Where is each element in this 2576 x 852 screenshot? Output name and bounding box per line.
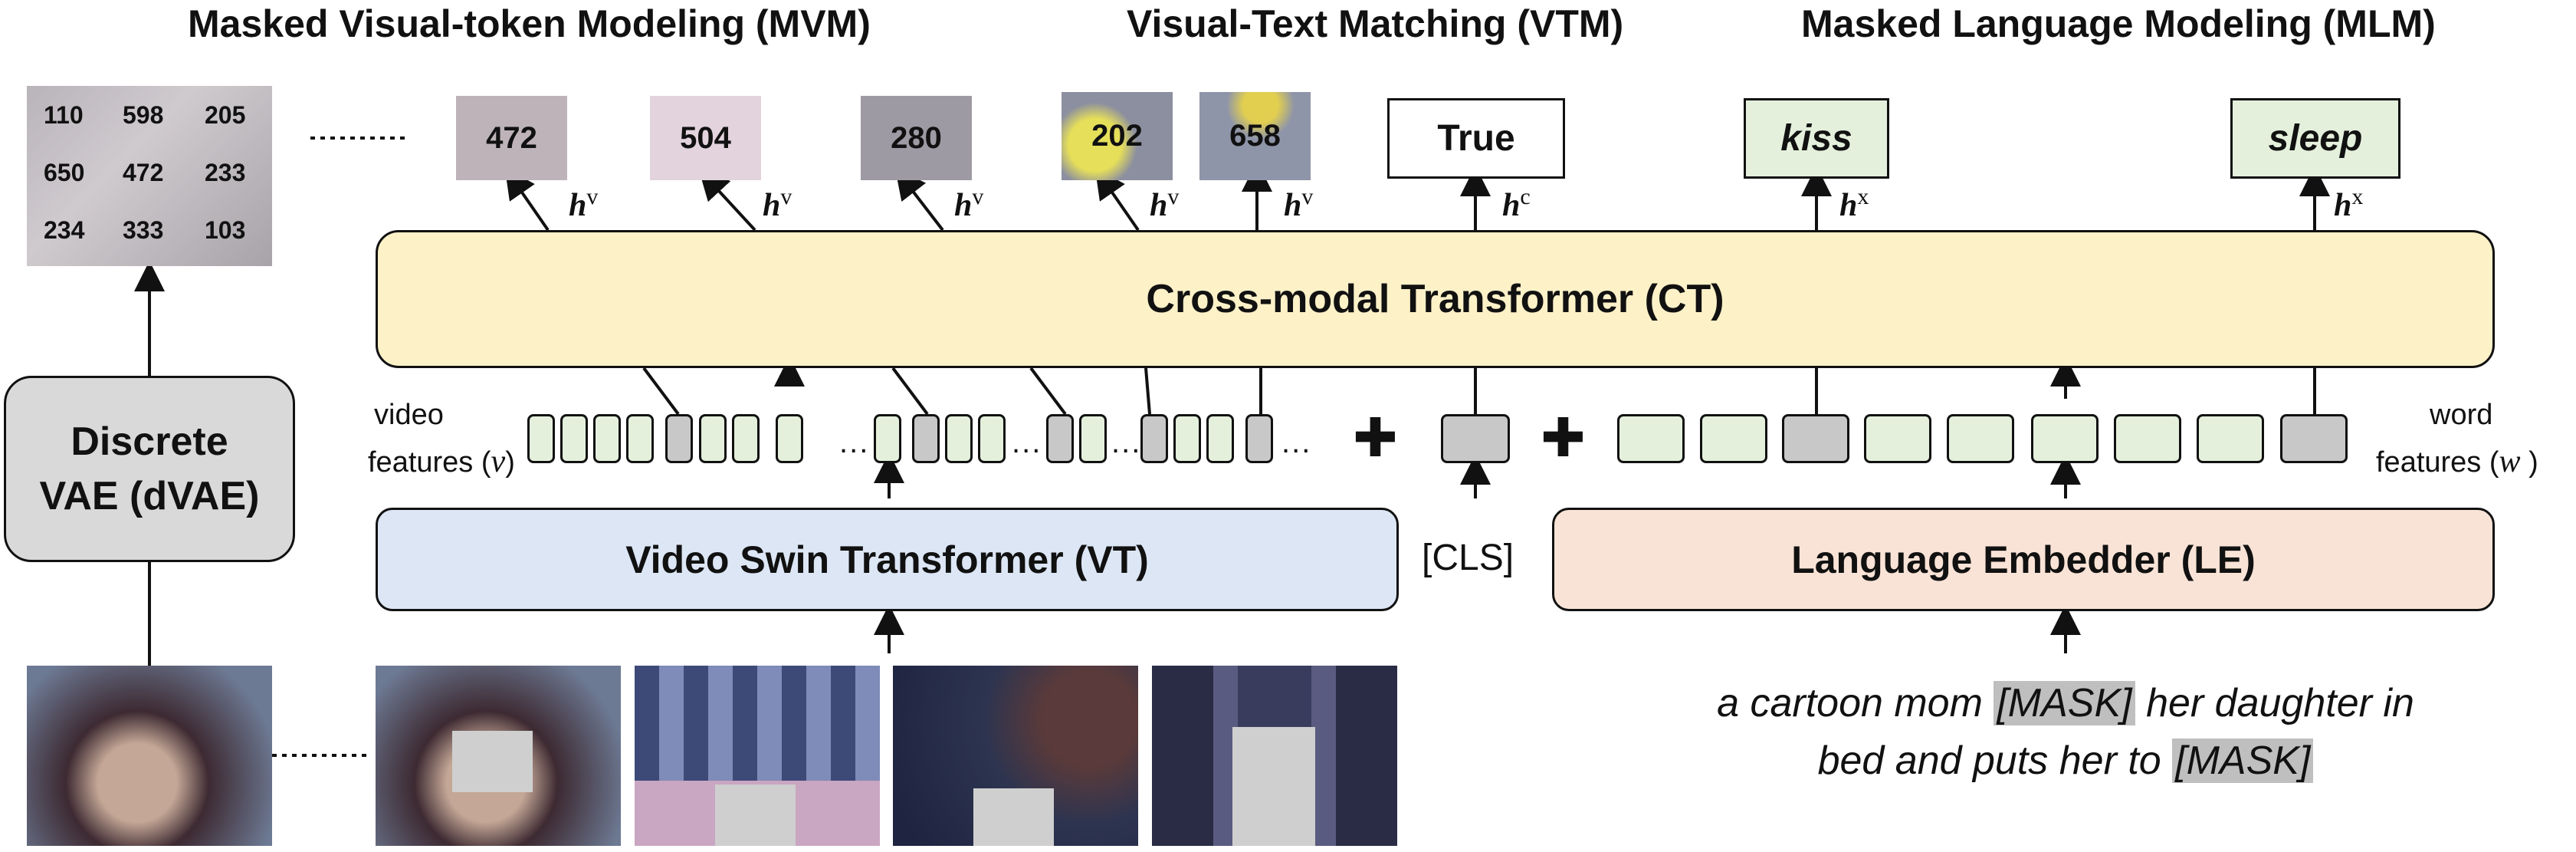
mlm-heading: Masked Language Modeling (MLM) xyxy=(1801,2,2436,45)
video-frame-image xyxy=(893,666,1138,846)
masked-video-token xyxy=(1140,414,1168,463)
h-v-symbol: hv xyxy=(954,184,984,223)
video-feature-token xyxy=(560,414,588,463)
word-feature-token xyxy=(2031,414,2099,463)
token-ellipsis: ... xyxy=(1012,426,1042,459)
grid-token: 205 xyxy=(205,101,246,129)
token-ellipsis: ... xyxy=(839,426,870,459)
word-feature-token xyxy=(1700,414,1767,463)
cls-token xyxy=(1441,414,1510,463)
mlm-output-box: sleep xyxy=(2230,98,2400,179)
mask-token: [MASK] xyxy=(1994,681,2135,725)
grid-token: 110 xyxy=(44,101,84,129)
masked-patch xyxy=(1232,727,1315,846)
video-feature-token xyxy=(527,414,555,463)
h-v-symbol: hv xyxy=(569,184,599,223)
mvm-heading: Masked Visual-token Modeling (MVM) xyxy=(188,2,871,45)
video-swin-transformer-block: Video Swin Transformer (VT) xyxy=(376,508,1399,611)
dvae-label-line2: VAE (dVAE) xyxy=(39,473,260,518)
video-frame-image xyxy=(376,666,621,846)
h-c-symbol: hc xyxy=(1502,184,1531,223)
grid-token: 650 xyxy=(44,159,85,186)
word-feature-token xyxy=(1947,414,2014,463)
grid-token: 598 xyxy=(123,101,164,129)
masked-video-token xyxy=(665,414,693,463)
video-features-label: features (v) xyxy=(368,444,515,479)
mlm-output-box: kiss xyxy=(1744,98,1889,179)
video-feature-token xyxy=(1206,414,1234,463)
video-feature-token xyxy=(626,414,654,463)
visual-target-patch: 658 xyxy=(1199,92,1311,180)
grid-token: 233 xyxy=(205,159,246,186)
token-ellipsis: ... xyxy=(1281,426,1312,459)
video-feature-token xyxy=(978,414,1006,463)
token-ellipsis: ... xyxy=(1111,426,1142,459)
video-feature-token xyxy=(1173,414,1201,463)
video-feature-token xyxy=(593,414,621,463)
visual-token-grid: 110 598 205 650 472 233 234 333 103 xyxy=(27,86,272,266)
grid-token: 103 xyxy=(205,216,246,244)
grid-token: 234 xyxy=(44,216,85,244)
masked-video-token xyxy=(1046,414,1074,463)
masked-word-token xyxy=(2280,414,2348,463)
masked-patch xyxy=(715,785,796,846)
word-feature-token xyxy=(2114,414,2181,463)
masked-video-token xyxy=(912,414,940,463)
vtm-output-box: True xyxy=(1387,98,1565,179)
h-v-symbol: hv xyxy=(763,184,792,223)
h-v-symbol: hv xyxy=(1150,184,1180,223)
mask-token: [MASK] xyxy=(2172,739,2314,784)
text-caption: a cartoon mom [MASK] her daughter in bed… xyxy=(1717,681,2414,784)
masked-patch xyxy=(973,788,1054,846)
word-features-label-line1: word xyxy=(2430,399,2493,431)
masked-patch xyxy=(452,731,533,792)
word-features-label: features (w ) xyxy=(2376,444,2538,479)
video-feature-token xyxy=(776,414,803,463)
word-feature-token xyxy=(1617,414,1685,463)
video-frame-image xyxy=(1152,666,1397,846)
h-x-symbol: hx xyxy=(1839,184,1869,223)
video-feature-token xyxy=(1079,414,1107,463)
video-feature-token xyxy=(699,414,727,463)
h-v-symbol: hv xyxy=(1284,184,1314,223)
video-features-label-line1: video xyxy=(374,399,444,431)
h-x-symbol: hx xyxy=(2334,184,2364,223)
visual-target-patch: 472 xyxy=(456,96,567,180)
masked-video-token xyxy=(1245,414,1273,463)
video-frame-image xyxy=(635,666,880,846)
masked-word-token xyxy=(1782,414,1849,463)
cls-label: [CLS] xyxy=(1422,538,1514,578)
plus-icon: ✚ xyxy=(1353,408,1398,468)
language-embedder-block: Language Embedder (LE) xyxy=(1552,508,2495,611)
vtm-heading: Visual-Text Matching (VTM) xyxy=(1127,2,1624,45)
video-feature-token xyxy=(874,414,901,463)
video-frame-image xyxy=(27,666,272,846)
cross-modal-transformer-block: Cross-modal Transformer (CT) xyxy=(376,230,2495,368)
word-feature-token xyxy=(2197,414,2264,463)
plus-icon: ✚ xyxy=(1541,408,1586,468)
grid-token: 472 xyxy=(123,159,164,186)
video-feature-token xyxy=(732,414,760,463)
video-feature-token xyxy=(945,414,973,463)
word-feature-token xyxy=(1864,414,1931,463)
grid-token: 333 xyxy=(123,216,164,244)
visual-target-patch: 280 xyxy=(861,96,972,180)
dvae-label-line1: Discrete xyxy=(71,419,228,465)
visual-target-patch: 504 xyxy=(650,96,761,180)
visual-target-patch: 202 xyxy=(1062,92,1173,180)
